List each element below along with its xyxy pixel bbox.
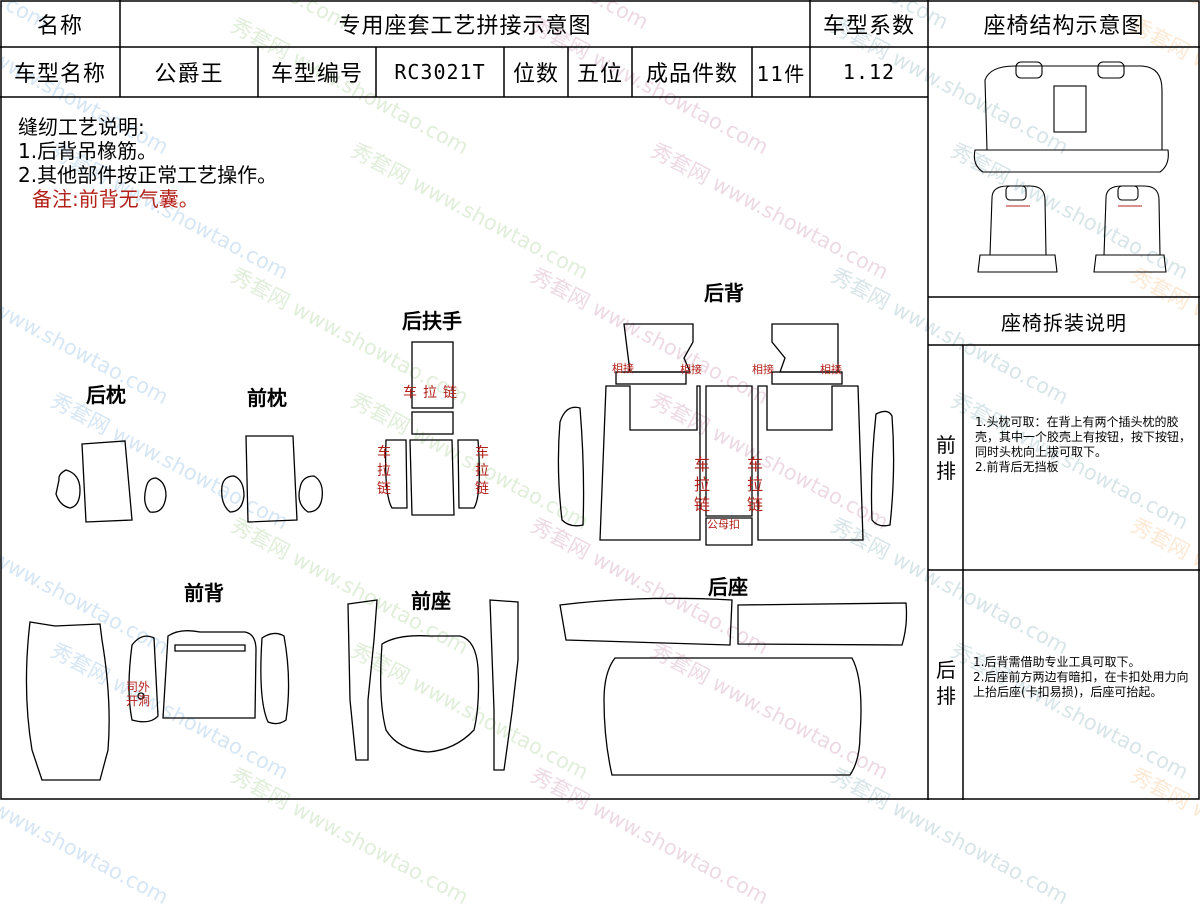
rear-back-band-right — [771, 371, 843, 385]
mark-armrest-left-zip: 车拉链 — [377, 445, 391, 497]
notes-remark: 备注:前背无气囊。 — [32, 187, 199, 211]
seats-value: 五位 — [576, 62, 623, 87]
coefficient-label: 车型系数 — [822, 13, 915, 39]
model-no-value: RC3021T — [394, 60, 486, 84]
hole-marker — [137, 692, 145, 700]
mark-join-2: 相接 — [680, 363, 702, 376]
rear-back-right-side — [870, 410, 895, 527]
sewing-notes: 缝纫工艺说明: 1.后背吊橡筋。 2.其他部件按正常工艺操作。 备注:前背无气囊… — [18, 115, 277, 211]
label-rear-seat: 后座 — [708, 575, 748, 599]
mark-back-left-zip: 车拉链 — [694, 455, 711, 514]
model-name-value: 公爵王 — [154, 62, 224, 87]
structure-title: 座椅结构示意图 — [983, 13, 1145, 39]
armrest-top-piece — [411, 341, 454, 409]
front-seat-center-cushion — [380, 635, 480, 753]
front-back-front-panel — [162, 630, 257, 719]
mark-mother-zip: 公母扣 — [707, 518, 740, 531]
document-title: 专用座套工艺拼接示意图 — [338, 13, 592, 39]
rear-back-bottom-panel — [705, 517, 753, 546]
model-no-label: 车型编号 — [270, 62, 363, 87]
label-rear-headrest: 后枕 — [86, 383, 126, 407]
front-back-rear-panel — [25, 621, 110, 781]
rear-headrest-center-piece — [81, 440, 133, 523]
rear-headrest-left-side — [55, 469, 81, 509]
rear-seat-front-left — [559, 597, 733, 646]
rear-row-instructions: 1.后背需借助专业工具可取下。 2.后座前方两边有暗扣，在卡扣处用力向上抬后座(… — [973, 655, 1189, 699]
armrest-right-side — [457, 439, 480, 509]
front-seat-left-side — [347, 599, 378, 761]
rear-back-middle-panel — [705, 385, 753, 517]
mark-armrest-zip: 车拉链 — [403, 385, 463, 401]
notes-heading: 缝纫工艺说明: — [18, 115, 145, 139]
coefficient-value: 1.12 — [842, 60, 896, 84]
seats-label: 位数 — [512, 62, 559, 87]
pieces-value: 11件 — [756, 61, 806, 86]
rear-seat-front-right — [737, 602, 908, 646]
rear-seat-cushion — [603, 657, 862, 776]
disassembly-title: 座椅拆装说明 — [1001, 310, 1127, 335]
label-rear-back: 后背 — [704, 281, 744, 305]
seat-structure-sketch — [973, 61, 1169, 273]
front-back-left-side — [128, 635, 159, 723]
rear-back-band-left — [615, 371, 687, 385]
armrest-mid-piece — [411, 411, 454, 435]
mark-hole: 司外开洞 — [126, 680, 151, 708]
front-row-instructions: 1.头枕可取：在背上有两个插头枕的胶壳，其中一个胶壳上有按钮，按下按钮，同时头枕… — [975, 415, 1192, 474]
notes-line-2: 2.其他部件按正常工艺操作。 — [18, 163, 278, 187]
notes-line-1: 1.后背吊橡筋。 — [18, 139, 158, 163]
rear-back-left-panel — [599, 385, 701, 541]
front-headrest-center-piece — [245, 435, 298, 523]
front-headrest-right-side — [298, 475, 323, 513]
mark-back-right-zip: 车拉链 — [747, 455, 764, 514]
pieces-label: 成品件数 — [645, 62, 738, 87]
model-name-label: 车型名称 — [13, 62, 106, 87]
mark-join-4: 相接 — [820, 363, 842, 376]
rear-row-label: 后排 — [936, 658, 956, 708]
label-front-seat: 前座 — [411, 589, 451, 613]
sheet-lines — [0, 0, 1200, 800]
front-seat-right-side — [489, 599, 519, 771]
front-back-slot — [174, 644, 246, 652]
front-row-label: 前排 — [936, 433, 956, 483]
mark-join-3: 相接 — [752, 363, 774, 376]
armrest-front-piece — [409, 439, 455, 516]
front-headrest-left-side — [221, 475, 245, 513]
label-rear-armrest: 后扶手 — [402, 309, 462, 333]
label-front-headrest: 前枕 — [247, 386, 287, 410]
armrest-left-side — [384, 439, 408, 509]
pattern-pieces — [25, 323, 908, 781]
rear-back-right-panel — [757, 385, 864, 541]
rear-headrest-right-side — [144, 477, 167, 513]
mark-join-1: 相接 — [612, 362, 634, 375]
rear-back-left-side — [557, 406, 585, 527]
front-back-right-side — [260, 632, 290, 725]
name-label: 名称 — [36, 13, 83, 39]
label-front-back: 前背 — [184, 581, 224, 605]
table-grid — [0, 0, 1200, 800]
mark-armrest-right-zip: 车拉链 — [475, 445, 489, 497]
